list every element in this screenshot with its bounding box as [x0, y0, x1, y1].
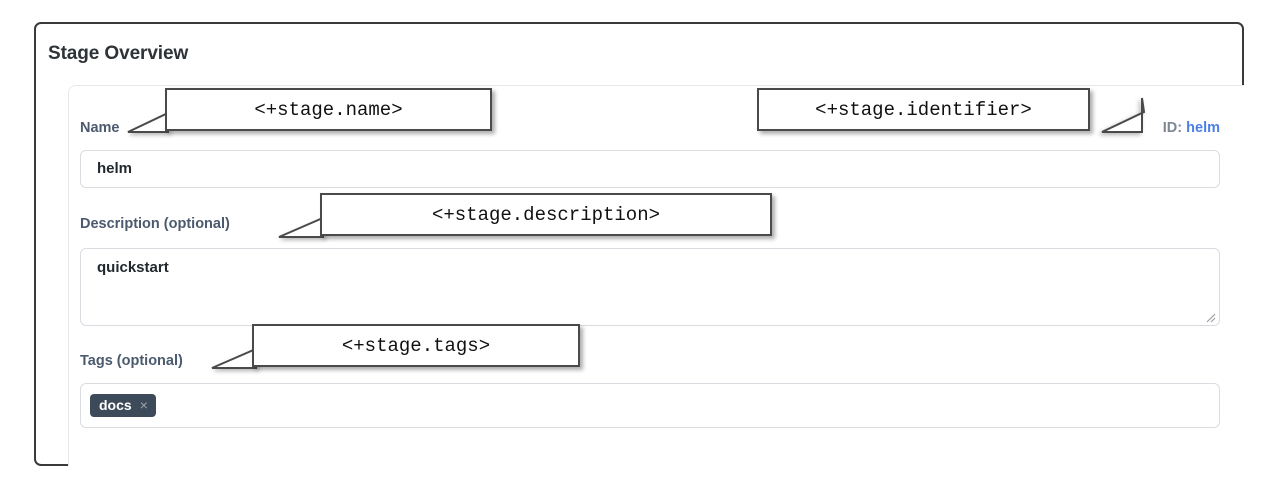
description-textarea-value: quickstart — [97, 259, 169, 276]
resize-grip-icon[interactable] — [1204, 310, 1216, 323]
tags-input[interactable]: docs × — [80, 383, 1220, 428]
name-input[interactable]: helm — [80, 150, 1220, 188]
callout-stage-tags: <+stage.tags> — [252, 324, 580, 367]
stage-identifier-line: ID: helm — [1163, 120, 1220, 136]
description-field-label: Description (optional) — [80, 216, 230, 232]
name-field-label: Name — [80, 120, 120, 136]
description-textarea[interactable]: quickstart — [80, 248, 1220, 326]
stage-identifier-value[interactable]: helm — [1186, 120, 1220, 136]
callout-stage-description: <+stage.description> — [320, 193, 772, 236]
callout-stage-name: <+stage.name> — [165, 88, 492, 131]
tag-chip-label: docs — [99, 397, 132, 413]
tag-chip-docs[interactable]: docs × — [90, 394, 156, 417]
tags-field-label: Tags (optional) — [80, 353, 183, 369]
callout-stage-identifier: <+stage.identifier> — [757, 88, 1090, 131]
stage-identifier-key: ID: — [1162, 120, 1183, 136]
page-title: Stage Overview — [48, 43, 189, 64]
callout-tail-identifier — [1101, 97, 1146, 133]
tag-remove-icon[interactable]: × — [139, 397, 148, 413]
